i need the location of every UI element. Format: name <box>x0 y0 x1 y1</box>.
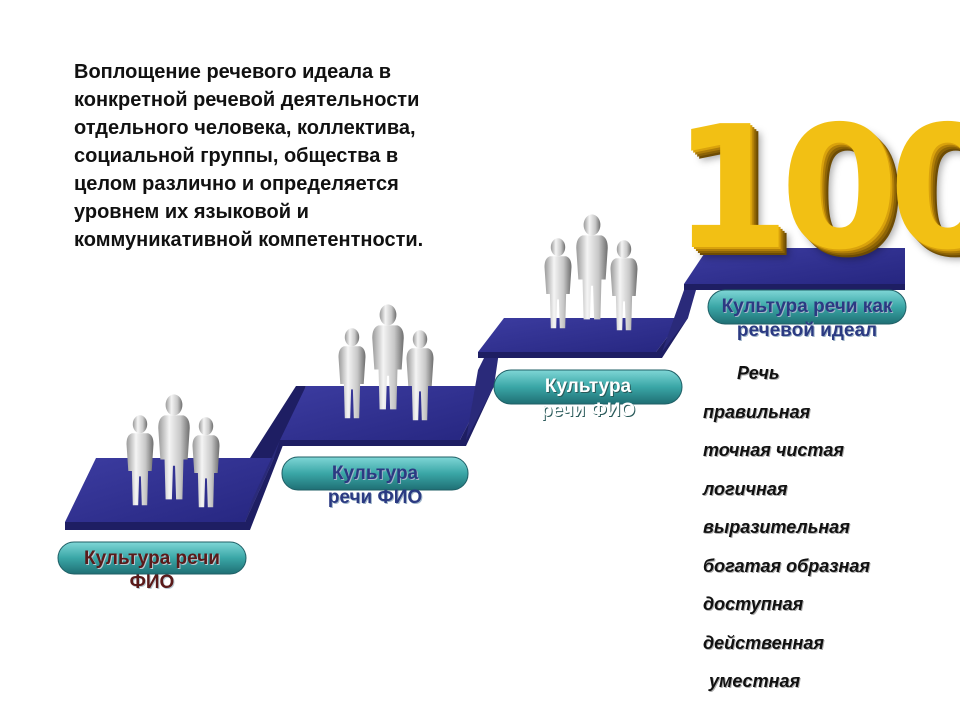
quality-item: богатая образная <box>703 555 870 576</box>
intro-line: отдельного человека, коллектива, <box>74 117 416 139</box>
stair-riser-1 <box>245 386 306 522</box>
step-label-1-line2: ФИО <box>129 572 175 593</box>
step-label-3: Культура речи ФИО <box>494 375 682 423</box>
speech-qualities-list: Речь правильная точная чистая логичная в… <box>703 360 943 707</box>
step-label-pill-1 <box>57 541 247 575</box>
step-label-3-line2: речи ФИО <box>540 400 636 421</box>
step-label-pill-3 <box>493 369 683 405</box>
intro-line: Воплощение речевого идеала в <box>74 61 392 83</box>
quality-item: точная чистая <box>703 440 844 460</box>
step-label-2-line1: Культура <box>331 463 419 484</box>
stair-step-4 <box>684 248 905 290</box>
quality-item: действенная <box>703 632 824 653</box>
quality-item: доступная <box>703 594 804 614</box>
step-label-pill-2 <box>281 456 469 491</box>
stair-step-2 <box>280 386 494 446</box>
step-label-pill-4 <box>707 289 907 325</box>
golden-100-graphic: 100 <box>672 90 960 288</box>
quality-item: уместная <box>709 671 801 691</box>
step-label-4-line2: речевой идеал <box>736 320 878 341</box>
quality-item: Речь <box>737 363 780 383</box>
people-group-3 <box>544 214 638 331</box>
quality-item: выразительная <box>703 517 850 537</box>
intro-line: коммуникативной компетентности. <box>74 229 424 251</box>
intro-line: уровнем их языковой и <box>74 201 309 223</box>
step-label-4: Культура речи как речевой идеал <box>700 295 914 343</box>
stair-step-3 <box>478 318 688 358</box>
intro-line: конкретной речевой деятельности <box>74 89 420 111</box>
step-label-4-line1: Культура речи как <box>721 296 893 317</box>
quality-item: правильная <box>703 401 811 422</box>
step-label-2-line2: речи ФИО <box>327 487 423 508</box>
intro-line: целом различно и определяется <box>74 173 399 195</box>
quality-item: логичная <box>703 478 788 499</box>
step-label-2: Культура речи ФИО <box>282 462 468 510</box>
intro-paragraph: Воплощение речевого идеала в конкретной … <box>74 58 524 254</box>
step-label-3-line1: Культура <box>544 376 632 397</box>
step-label-1: Культура речи ФИО <box>58 547 246 595</box>
step-label-1-line1: Культура речи <box>84 548 220 569</box>
intro-line: социальной группы, общества в <box>74 145 399 167</box>
